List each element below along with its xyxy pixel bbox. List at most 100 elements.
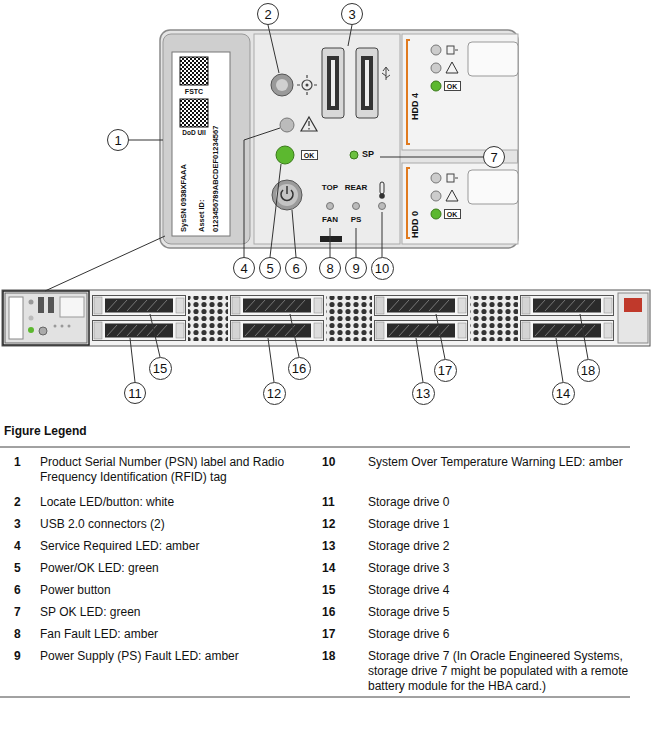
legend-number: 6 (14, 583, 38, 598)
callout-number: 5 (259, 257, 281, 279)
legend-number: 18 (322, 649, 362, 664)
tag-text: SysSN 0938XFAAA (180, 164, 188, 232)
legend-text: System Over Temperature Warning LED: amb… (368, 455, 638, 470)
drive-slot (402, 34, 518, 244)
qr-code (180, 57, 208, 85)
legend-text: Storage drive 3 (368, 561, 638, 576)
node-text: 6 (292, 262, 299, 275)
thermometer-icon (380, 182, 384, 194)
locate-button (271, 74, 293, 96)
node-text: 8 (326, 262, 333, 275)
callout-number: 7 (483, 146, 505, 168)
led-label: FAN (322, 215, 338, 225)
legend-number: 16 (322, 605, 362, 620)
node-text: 16 (292, 362, 306, 375)
usb-connector (322, 48, 390, 118)
legend-number: 14 (322, 561, 362, 576)
node-text: 15 (153, 362, 167, 375)
legend-number: 3 (14, 517, 38, 532)
callout-number: 14 (552, 382, 575, 405)
node-text: 18 (581, 364, 595, 377)
callout-number: 8 (319, 257, 341, 279)
led-label: SP (362, 149, 374, 160)
led-label: TOP (322, 183, 338, 193)
node-text: 2 (264, 8, 271, 21)
node-text: 11 (128, 387, 142, 400)
legend-number: 4 (14, 539, 38, 554)
node-text: OK (304, 152, 315, 159)
callout-number: 17 (434, 359, 457, 382)
node-text: 10 (375, 262, 389, 275)
legend-text: Storage drive 5 (368, 605, 638, 620)
front-panel-detail (160, 30, 518, 248)
led-label: REAR (345, 183, 368, 193)
callout-number: 3 (341, 3, 363, 25)
node-text: 13 (416, 387, 430, 400)
warning-icon (301, 117, 317, 131)
callout-number: 16 (288, 357, 311, 380)
callout-number: 12 (263, 382, 286, 405)
legend-number: 8 (14, 627, 38, 642)
tag-text: Asset ID: (198, 199, 206, 232)
callout-number: 18 (577, 359, 600, 382)
node-text: OK (447, 83, 458, 90)
legend-number: 17 (322, 627, 362, 642)
legend-text: Storage drive 2 (368, 539, 638, 554)
locate-icon (302, 80, 312, 90)
legend-text: Storage drive 7 (In Oracle Engineered Sy… (368, 649, 638, 694)
node-text: 9 (352, 262, 359, 275)
legend-number: 5 (14, 561, 38, 576)
legend-number: 11 (322, 495, 362, 510)
node-text: 3 (348, 8, 355, 21)
callout-number: 13 (412, 382, 435, 405)
leader-line (45, 25, 588, 382)
legend-number: 13 (322, 539, 362, 554)
rfid-tag (172, 52, 230, 236)
legend-number: 7 (14, 605, 38, 620)
legend-text: USB 2.0 connectors (2) (40, 517, 302, 532)
node-text: 1 (114, 134, 121, 147)
node-text: 5 (266, 262, 273, 275)
ps-fault-led (353, 203, 360, 210)
legend-text: Power Supply (PS) Fault LED: amber (40, 649, 302, 664)
node-text: OK (447, 211, 458, 218)
power-ok-led (276, 146, 294, 164)
legend-number: 1 (14, 455, 38, 470)
legend-number: 12 (322, 517, 362, 532)
node-text: 12 (267, 387, 281, 400)
legend-text: SP OK LED: green (40, 605, 302, 620)
fan-fault-led (327, 203, 334, 210)
callout-number: 10 (371, 257, 394, 280)
ok-icon: OK (444, 81, 461, 91)
drive-label: HDD 0 (411, 211, 420, 238)
node-text: 4 (240, 262, 247, 275)
legend-text: Storage drive 4 (368, 583, 638, 598)
ok-icon: OK (301, 150, 318, 160)
legend-number: 15 (322, 583, 362, 598)
callout-number: 2 (257, 3, 279, 25)
legend-text: Storage drive 6 (368, 627, 638, 642)
sp-ok-led (350, 151, 358, 159)
callout-number: 4 (233, 257, 255, 279)
table-rule (0, 447, 630, 448)
temperature-led (379, 203, 386, 210)
callout-number: 9 (345, 257, 367, 279)
callout-number: 1 (107, 129, 129, 151)
tag-text: DoD UII (182, 129, 205, 137)
node-text: 17 (438, 364, 452, 377)
callout-number: 6 (285, 257, 307, 279)
legend-text: Product Serial Number (PSN) label and Ra… (40, 455, 302, 485)
legend-text: Service Required LED: amber (40, 539, 302, 554)
node-text: 14 (556, 387, 570, 400)
qr-code (180, 99, 208, 127)
legend-heading: Figure Legend (4, 424, 87, 438)
led-label: PS (351, 215, 362, 225)
node-text: 7 (490, 151, 497, 164)
tag-text: 0123456789ABCDEF01234567 (212, 126, 220, 232)
legend-number: 2 (14, 495, 38, 510)
legend-text: Fan Fault LED: amber (40, 627, 302, 642)
legend-text: Power button (40, 583, 302, 598)
tag-text: FSTC (185, 88, 203, 97)
ok-icon: OK (444, 209, 461, 219)
